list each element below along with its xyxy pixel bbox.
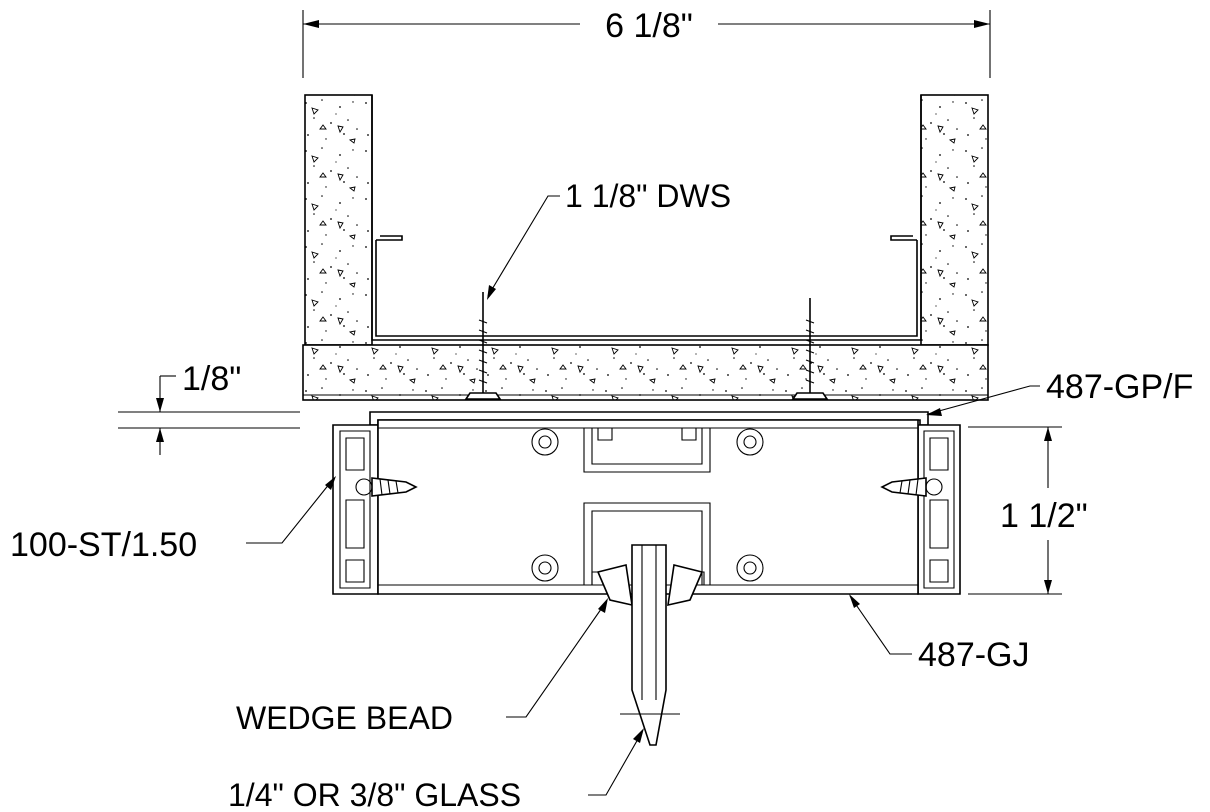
screw-callout: 1 1/8" DWS [487, 178, 731, 300]
drywall-screws [464, 292, 829, 400]
side-extrusion-label: 100-ST/1.50 [10, 526, 197, 564]
overall-width-label: 6 1/8" [605, 7, 693, 45]
bottom-gypsum-board [302, 344, 989, 401]
right-gypsum-board [920, 94, 989, 346]
height-label: 1 1/2" [1000, 497, 1088, 535]
wedge-bead-callout: WEDGE BEAD [236, 598, 608, 736]
wedge-bead-right [667, 564, 704, 607]
glass-assembly [596, 544, 704, 746]
side-extrusion-callout: 100-ST/1.50 [10, 476, 336, 564]
glazing-extrusion-label: 487-GJ [918, 636, 1030, 674]
aluminum-frame [332, 411, 961, 595]
gap-label: 1/8" [182, 360, 241, 398]
glazing-extrusion-callout: 487-GJ [849, 594, 1030, 674]
wall-framing [302, 94, 989, 401]
screw-label: 1 1/8" DWS [565, 178, 731, 214]
height-dimension: 1 1/2" [968, 426, 1088, 595]
metal-stud-channel [371, 95, 922, 341]
glass-label: 1/4" OR 3/8" GLASS [228, 777, 521, 812]
glass-callout: 1/4" OR 3/8" GLASS [228, 728, 644, 812]
screw-right [791, 298, 829, 400]
wedge-bead-label: WEDGE BEAD [236, 700, 453, 736]
glazing-extrusion [377, 419, 919, 595]
screw-left [464, 292, 502, 400]
side-screw-right [880, 477, 943, 497]
gap-dimension: 1/8" [118, 360, 300, 455]
glass-pane [631, 544, 667, 746]
side-screw-left [355, 477, 418, 497]
overall-width-dimension: 6 1/8" [302, 7, 991, 78]
wedge-bead-left [596, 564, 633, 607]
top-extrusion-label: 487-GP/F [1046, 368, 1193, 406]
left-gypsum-board [304, 94, 373, 346]
top-extrusion-callout: 487-GP/F [926, 368, 1193, 416]
